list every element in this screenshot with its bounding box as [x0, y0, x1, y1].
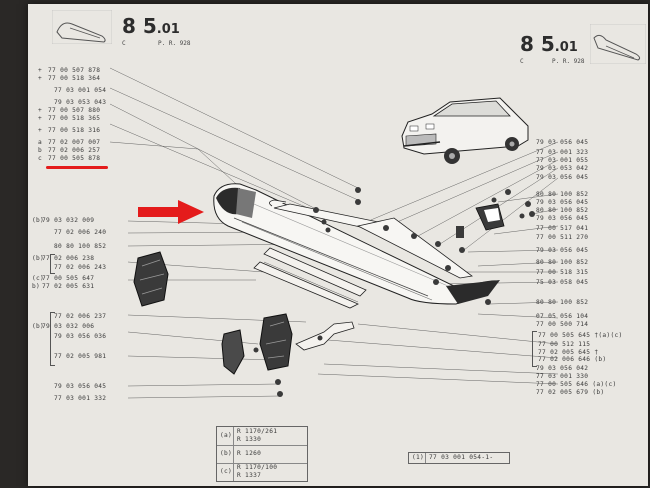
part-code-right: 77 00 511 270: [536, 234, 589, 241]
part-code-left: 77 00 507 878: [48, 67, 101, 74]
code-prefix: (b): [32, 217, 45, 224]
part-code-left: 77 00 505 878: [48, 155, 101, 162]
red-arrow: [138, 200, 204, 224]
part-code-right: 77 02 005 645 †: [538, 349, 599, 356]
part-code-right: 77 00 500 714: [536, 321, 589, 328]
section-letter-left: C: [122, 40, 126, 47]
part-code-right: 80 80 100 852: [536, 207, 589, 214]
part-code-right: 80 80 100 852: [536, 191, 589, 198]
part-code-left: 77 02 006 238: [42, 255, 95, 262]
group-bracket: [532, 331, 537, 367]
code-prefix: b): [32, 283, 41, 290]
bumper-end-pad: [133, 251, 169, 307]
exploded-bumper-diagram: [109, 67, 559, 399]
part-code-right: 77 02 006 646 (b): [538, 356, 607, 363]
part-code-left: 77 02 007 007: [48, 139, 101, 146]
code-prefix: +: [38, 67, 43, 74]
code-prefix: +: [38, 107, 43, 114]
part-code-left: 79 03 056 036: [54, 333, 107, 340]
pr-ref-left: P. R. 928: [158, 40, 191, 47]
part-code-right: 80 80 100 852: [536, 259, 589, 266]
part-code-left: 77 00 518 316: [48, 127, 101, 134]
part-code-left: 77 02 005 631: [42, 283, 95, 290]
part-code-right: 75 03 058 045: [536, 279, 589, 286]
code-prefix: +: [38, 127, 43, 134]
leader-lines: [109, 67, 559, 399]
part-code-left: 77 00 518 364: [48, 75, 101, 82]
code-prefix: (c): [32, 275, 45, 282]
code-prefix: +: [38, 75, 43, 82]
part-code-right: 77 03 001 055: [536, 157, 589, 164]
legend-row-a: (a) R 1170/261 R 1330: [217, 427, 307, 446]
part-code-right: 79 03 056 045: [536, 199, 589, 206]
part-code-right: 77 00 505 645 †(a)(c): [538, 332, 623, 339]
model-legend: (a) R 1170/261 R 1330 (b) R 1260 (c) R 1…: [216, 426, 308, 482]
part-code-left: 79 03 032 006: [42, 323, 95, 330]
code-prefix: (b): [32, 255, 45, 262]
mounting-bracket: [295, 321, 355, 351]
part-code-left: 77 02 005 981: [54, 353, 107, 360]
upper-trim: [269, 199, 473, 279]
part-code-right: 79 03 056 045: [536, 247, 589, 254]
part-code-left: 77 02 006 243: [54, 264, 107, 271]
code-prefix: (b): [32, 323, 45, 330]
indicator-lamp: [259, 313, 293, 371]
part-code-right: 77 00 517 041: [536, 225, 589, 232]
part-code-right: 79 03 053 042: [536, 165, 589, 172]
part-code-right: 79 03 056 045: [536, 174, 589, 181]
part-code-right: 79 03 056 042: [536, 365, 589, 372]
side-bracket: [456, 203, 505, 238]
part-code-right: 77 02 005 679 (b): [536, 389, 605, 396]
part-code-right: 77 03 001 330: [536, 373, 589, 380]
part-code-right: 80 80 100 852: [536, 299, 589, 306]
part-code-left: 77 02 006 240: [54, 229, 107, 236]
part-code-left: 77 03 001 054: [54, 87, 107, 94]
red-underline: [46, 166, 108, 169]
pr-ref-right: P. R. 928: [552, 58, 585, 65]
code-prefix: b: [38, 147, 43, 154]
part-code-left: 77 02 006 257: [48, 147, 101, 154]
code-prefix: +: [38, 115, 43, 122]
part-code-left: 79 03 056 045: [54, 383, 107, 390]
part-code-left: 77 00 505 647: [42, 275, 95, 282]
bumper-thumbnail-left: [52, 10, 112, 44]
group-bracket: [50, 312, 55, 366]
part-code-right: 79 03 056 045: [536, 139, 589, 146]
lamp-lens: [221, 329, 245, 375]
part-code-right: 79 03 056 045: [536, 215, 589, 222]
part-code-left: 77 00 507 880: [48, 107, 101, 114]
part-code-right: 77 03 001 323: [536, 149, 589, 156]
page-number-right: 8 5.01: [520, 32, 578, 56]
code-prefix: c: [38, 155, 43, 162]
fasteners: [253, 187, 535, 397]
catalog-page: 8 5.01 C P. R. 928 8 5.01 C P. R. 928 +7…: [28, 4, 648, 486]
bumper-thumbnail-right: [590, 24, 646, 64]
part-code-right: 77 00 512 115: [538, 341, 591, 348]
part-code-right: 77 00 518 315: [536, 269, 589, 276]
part-code-left: 77 02 006 237: [54, 313, 107, 320]
part-code-left: 79 03 032 009: [42, 217, 95, 224]
part-code-right: 77 00 505 646 (a)(c): [536, 381, 617, 388]
front-bumper: [213, 183, 500, 305]
section-letter-right: C: [520, 58, 524, 65]
page-number-left: 8 5.01: [122, 14, 180, 38]
part-code-left: 77 03 001 332: [54, 395, 107, 402]
car-illustration: [401, 97, 529, 164]
lower-strips: [253, 247, 367, 309]
code-prefix: a: [38, 139, 43, 146]
group-bracket: [50, 254, 55, 274]
legend-row-c: (c) R 1170/100 R 1337: [220, 463, 278, 481]
part-code-left: 77 00 518 365: [48, 115, 101, 122]
footnote-box: (1) 77 03 001 054-1-: [408, 452, 510, 464]
part-code-right: 07 05 056 104: [536, 313, 589, 320]
legend-row-b: (b) R 1260: [217, 445, 307, 464]
part-code-left: 79 03 053 043: [54, 99, 107, 106]
part-code-left: 80 80 100 852: [54, 243, 107, 250]
